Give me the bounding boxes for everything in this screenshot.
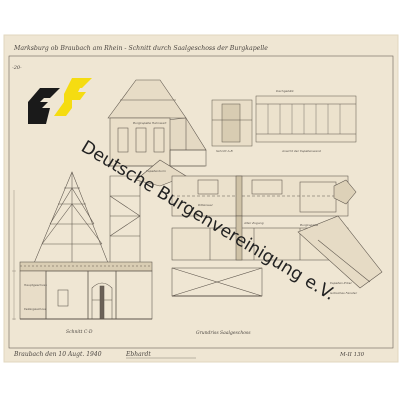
label-roof-detail: Dachgebälk <box>276 89 294 93</box>
drawing-border <box>8 55 394 349</box>
logo-yellow-shape <box>54 78 92 116</box>
label-kellergeschoss: Kellergeschoss <box>24 307 47 311</box>
label-plan-room2: Burgkapelle <box>300 223 318 227</box>
margin-number: -20- <box>12 65 22 71</box>
label-right-1: Kapellen-Erker <box>330 281 353 285</box>
logo-black-base <box>28 108 50 124</box>
label-section: Schnitt C-D <box>66 329 93 335</box>
footer-signature: Ebhardt <box>125 351 151 358</box>
plan-drawing <box>171 175 383 297</box>
label-right-2: Gotisches Fenster <box>330 291 358 295</box>
detail-drawings <box>211 95 357 147</box>
sheet-number: M-II 130 <box>339 352 365 358</box>
label-detail-left: Schnitt A-B <box>216 149 233 153</box>
footer-place-date: Braubach den 10 Augt. 1940 <box>13 351 102 358</box>
label-kapelle-kopf: Burgkapelle Hahnwart <box>133 121 167 125</box>
label-plan-mid: Alter Zugang <box>243 221 264 225</box>
label-kapellenturm: Kapellenturm <box>146 169 166 173</box>
logo-black-shape <box>28 88 60 108</box>
label-hauptgeschoss: Hauptgeschoss <box>24 283 47 287</box>
dbv-logo <box>28 78 92 124</box>
label-plan-title: Grundriss Saalgeschoss <box>196 330 251 336</box>
label-detail-right: Ansicht der Kapellenwand <box>281 149 321 153</box>
drawing-header: Marksburg ob Braubach am Rhein - Schnitt… <box>13 45 268 52</box>
label-plan-room1: Rittersaal <box>198 203 213 207</box>
section-drawing-tower <box>12 79 207 320</box>
